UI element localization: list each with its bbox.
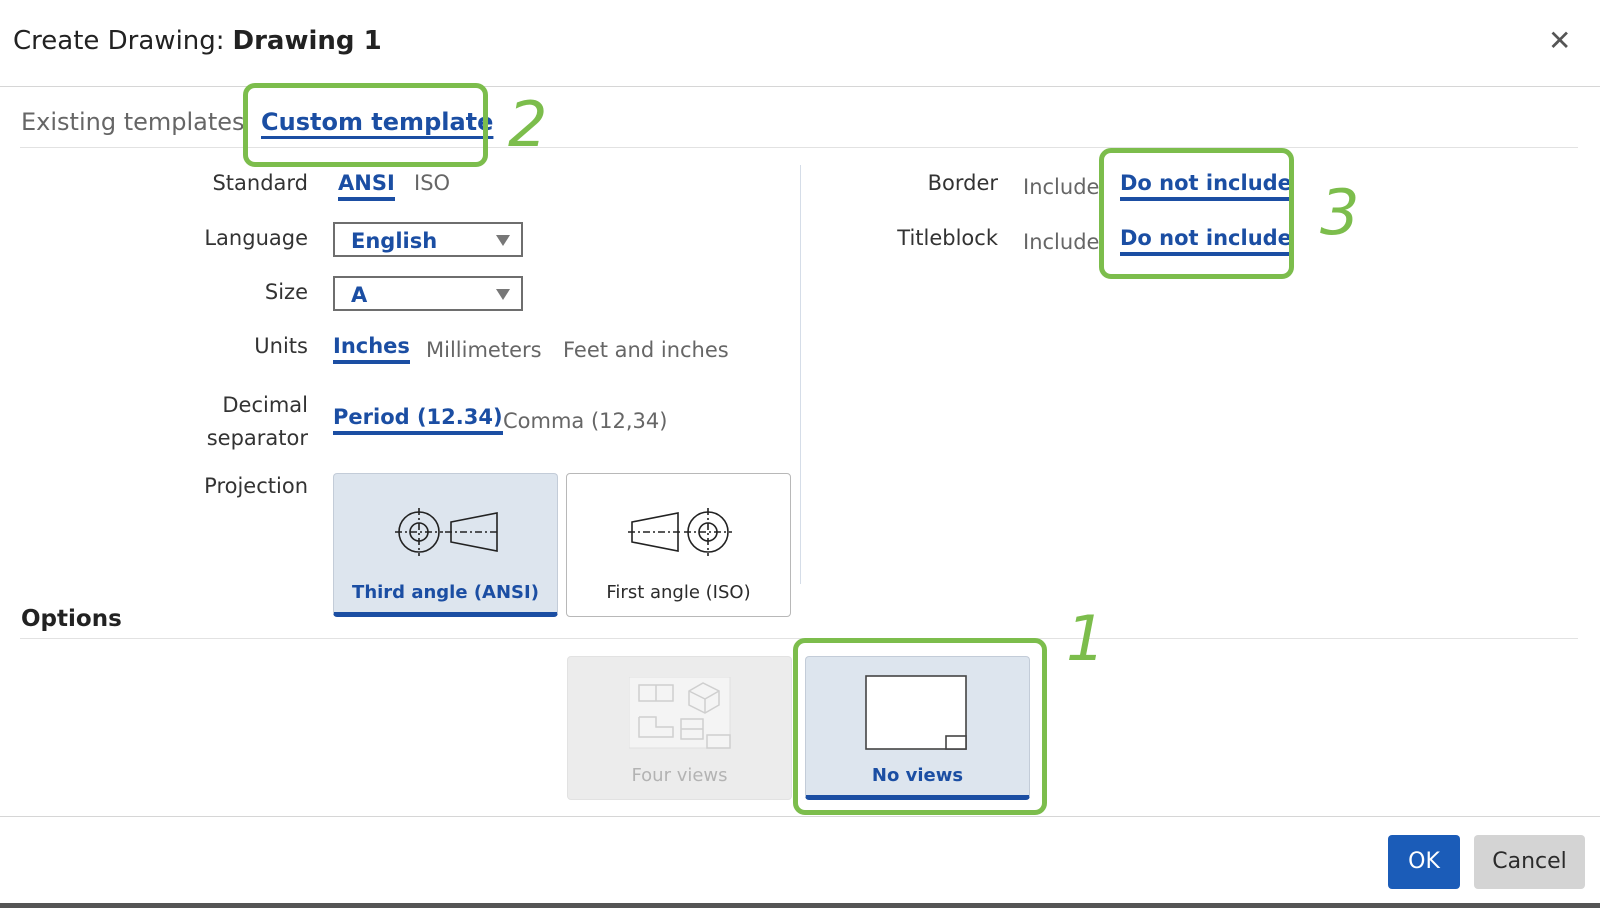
standard-label: Standard — [212, 171, 308, 195]
projection-first-angle-card[interactable]: First angle (ISO) — [566, 473, 791, 617]
dropdown-arrow-icon — [496, 289, 510, 300]
projection-label: Projection — [204, 474, 308, 498]
four-views-icon — [629, 677, 731, 749]
blank-sheet-icon — [865, 675, 967, 750]
dialog-title-prefix: Create Drawing: — [13, 26, 225, 56]
background-strip — [0, 903, 1600, 908]
border-option-do-not-include[interactable]: Do not include — [1120, 171, 1292, 201]
language-value: English — [351, 229, 438, 253]
tab-existing-templates[interactable]: Existing templates — [21, 108, 245, 136]
dropdown-arrow-icon — [496, 235, 510, 246]
four-views-label: Four views — [631, 765, 728, 786]
cancel-button[interactable]: Cancel — [1474, 835, 1585, 889]
column-divider — [800, 165, 801, 584]
border-option-include[interactable]: Include — [1023, 175, 1100, 199]
language-label: Language — [204, 226, 308, 250]
options-divider — [20, 638, 1578, 639]
decimal-label-line1: Decimal — [222, 393, 308, 417]
border-label: Border — [927, 171, 998, 195]
options-heading: Options — [21, 606, 122, 632]
size-value: A — [351, 283, 368, 307]
decimal-label-line2: separator — [206, 426, 308, 450]
footer-divider — [0, 816, 1600, 817]
first-angle-projection-icon — [628, 508, 732, 556]
third-angle-label: Third angle (ANSI) — [352, 582, 539, 603]
decimal-separator-label: Decimal separator — [207, 389, 308, 455]
decimal-option-period[interactable]: Period (12.34) — [333, 405, 503, 435]
tabs-divider — [20, 147, 1578, 148]
standard-option-iso[interactable]: ISO — [414, 171, 451, 195]
units-option-millimeters[interactable]: Millimeters — [426, 338, 542, 362]
tab-custom-template[interactable]: Custom template — [261, 108, 494, 136]
annotation-number-3: 3 — [1320, 176, 1360, 249]
decimal-option-comma[interactable]: Comma (12,34) — [503, 409, 668, 433]
titleblock-label: Titleblock — [897, 226, 998, 250]
standard-option-ansi[interactable]: ANSI — [338, 171, 395, 201]
third-angle-projection-icon — [395, 508, 499, 556]
units-option-feet-inches[interactable]: Feet and inches — [563, 338, 729, 362]
annotation-number-2: 2 — [508, 88, 548, 161]
titleblock-option-include[interactable]: Include — [1023, 230, 1100, 254]
projection-third-angle-card[interactable]: Third angle (ANSI) — [333, 473, 558, 617]
highlight-box-do-not-include — [1099, 148, 1294, 279]
dialog-header: Create Drawing:Drawing 1 ✕ — [0, 0, 1600, 87]
first-angle-label: First angle (ISO) — [606, 582, 751, 603]
units-label: Units — [254, 334, 308, 358]
ok-button[interactable]: OK — [1388, 835, 1460, 889]
size-label: Size — [264, 280, 308, 304]
close-icon[interactable]: ✕ — [1548, 24, 1572, 57]
dialog-title: Create Drawing:Drawing 1 — [13, 26, 382, 56]
annotation-number-1: 1 — [1066, 602, 1106, 675]
size-select[interactable]: A — [333, 276, 523, 311]
four-views-card[interactable]: Four views — [567, 656, 792, 800]
no-views-card[interactable]: No views — [805, 656, 1030, 800]
no-views-label: No views — [871, 765, 964, 786]
language-select[interactable]: English — [333, 222, 523, 257]
document-name: Drawing 1 — [232, 26, 382, 56]
titleblock-option-do-not-include[interactable]: Do not include — [1120, 226, 1292, 256]
units-option-inches[interactable]: Inches — [333, 334, 410, 364]
